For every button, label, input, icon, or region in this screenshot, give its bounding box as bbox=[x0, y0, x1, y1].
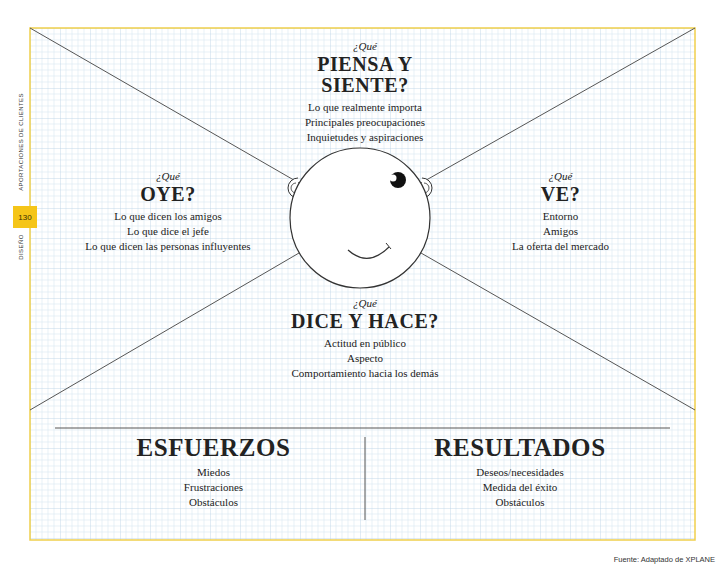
section-heading: DICE Y HACE? bbox=[289, 311, 441, 332]
smile bbox=[348, 247, 389, 258]
section-item: Medida del éxito bbox=[432, 480, 608, 495]
quadrant-section: ¿QuéOYE?Lo que dicen los amigosLo que di… bbox=[83, 170, 253, 254]
section-item: Comportamiento hacia los demás bbox=[289, 366, 441, 381]
section-item: Lo que dicen los amigos bbox=[83, 209, 253, 224]
quadrant-section: ¿QuéDICE Y HACE? Actitud en públicoAspect… bbox=[289, 297, 441, 381]
head-circle bbox=[290, 148, 430, 288]
section-tab-label: DISEÑO bbox=[18, 234, 24, 259]
question-word: ¿Qué bbox=[83, 170, 253, 183]
face bbox=[288, 148, 432, 288]
section-item: Principales preocupaciones bbox=[298, 115, 432, 130]
section-item: Deseos/necesidades bbox=[432, 465, 608, 480]
section-item: Entorno bbox=[510, 209, 611, 224]
section-heading: PIENSA Y SIENTE? bbox=[300, 54, 430, 96]
section-item: Lo que dicen las personas influyentes bbox=[83, 239, 253, 254]
grid-paper bbox=[30, 28, 695, 540]
eye bbox=[390, 172, 406, 188]
quadrant-section: ¿QuéPIENSA Y SIENTE? Lo que realmente imp… bbox=[298, 40, 432, 145]
divider-line bbox=[365, 437, 366, 520]
diagonal-line bbox=[30, 28, 299, 183]
page-number: 130 bbox=[18, 213, 31, 222]
section-item: Frustraciones bbox=[134, 480, 293, 495]
section-item: Aspecto bbox=[289, 351, 441, 366]
diagonal-line bbox=[421, 253, 695, 410]
section-item: Obstáculos bbox=[432, 495, 608, 510]
outcome-section: RESULTADOS Deseos/necesidadesMedida del é… bbox=[432, 434, 608, 510]
page-number-tab bbox=[13, 206, 37, 228]
section-heading: VE? bbox=[510, 184, 611, 205]
diagonal-line bbox=[30, 253, 299, 410]
outcome-section: ESFUERZOS MiedosFrustracionesObstáculos bbox=[134, 434, 293, 510]
section-item: Lo que realmente importa bbox=[298, 100, 432, 115]
question-word: ¿Qué bbox=[510, 170, 611, 183]
eye-highlight bbox=[390, 175, 397, 182]
source-note: Fuente: Adaptado de XPLANE bbox=[614, 555, 715, 564]
question-word: ¿Qué bbox=[289, 297, 441, 310]
section-item: La oferta del mercado bbox=[510, 239, 611, 254]
quadrant-section: ¿QuéVE? EntornoAmigosLa oferta del mercad… bbox=[510, 170, 611, 254]
quadrant-lines bbox=[30, 28, 695, 520]
section-item: Miedos bbox=[134, 465, 293, 480]
section-item: Inquietudes y aspiraciones bbox=[298, 130, 432, 145]
section-heading: RESULTADOS bbox=[432, 435, 608, 461]
section-tab-label: APORTACIONES DE CLIENTES bbox=[18, 93, 24, 191]
section-item: Actitud en público bbox=[289, 336, 441, 351]
section-item: Lo que dice el jefe bbox=[83, 224, 253, 239]
diagonal-line bbox=[421, 28, 695, 183]
divider-line bbox=[55, 428, 670, 429]
smile-tick bbox=[386, 243, 391, 249]
question-word: ¿Qué bbox=[298, 40, 432, 53]
section-item: Obstáculos bbox=[134, 495, 293, 510]
section-heading: OYE? bbox=[83, 184, 253, 205]
section-item: Amigos bbox=[510, 224, 611, 239]
section-heading: ESFUERZOS bbox=[134, 435, 293, 461]
